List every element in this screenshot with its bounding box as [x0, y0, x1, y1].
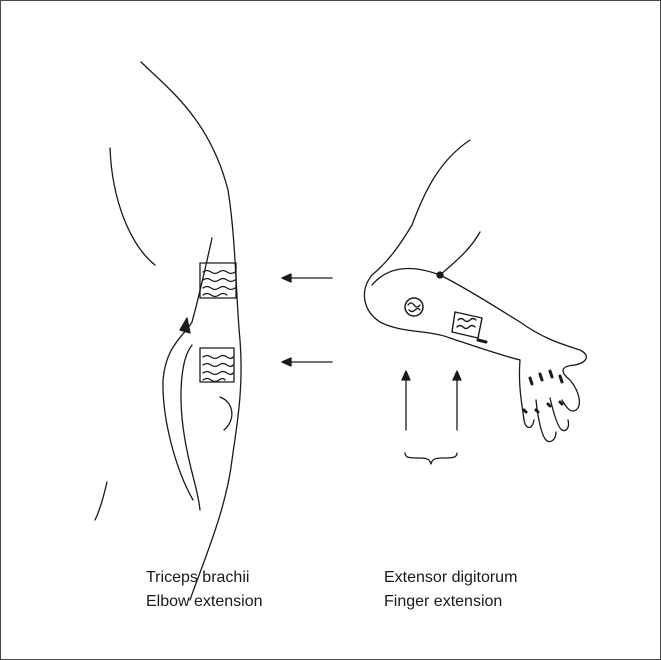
triceps-electrode-lower [200, 348, 234, 382]
arrow-to-lower-electrode [282, 358, 332, 366]
upper-arm-outline [412, 140, 470, 225]
forearm-electrode-extensor [452, 312, 486, 342]
elbow-crease [372, 268, 520, 322]
extensor-caption: Extensor digitorum Finger extension [384, 566, 517, 614]
triceps-caption: Triceps brachii Elbow extension [146, 566, 263, 614]
triceps-landmark [180, 318, 190, 333]
biceps-outline [440, 232, 480, 275]
arrow-to-forearm-left [402, 371, 410, 430]
hip-outline [95, 482, 107, 520]
torso-outline [110, 148, 155, 265]
extensor-action-label: Finger extension [384, 590, 517, 614]
arm-inner-outline [181, 345, 200, 510]
hand-outline [520, 322, 586, 411]
elbow-back-outline [364, 225, 450, 338]
fingers-outline [519, 360, 568, 442]
arm-front-outline [163, 238, 212, 500]
upper-arm-drawing [95, 62, 241, 600]
elbow-curve [220, 397, 232, 430]
extensor-muscle-label: Extensor digitorum [384, 566, 517, 590]
triceps-action-label: Elbow extension [146, 590, 263, 614]
elbow-landmark [437, 272, 443, 278]
forearm-drawing [364, 140, 586, 442]
finger-markers [524, 371, 562, 412]
shoulder-outline [141, 62, 241, 600]
arrow-to-forearm-right [453, 371, 461, 430]
triceps-muscle-label: Triceps brachii [146, 566, 263, 590]
arrow-to-upper-electrode [282, 274, 332, 282]
forearm-electrode-ground [405, 298, 423, 316]
curly-brace [405, 453, 457, 464]
